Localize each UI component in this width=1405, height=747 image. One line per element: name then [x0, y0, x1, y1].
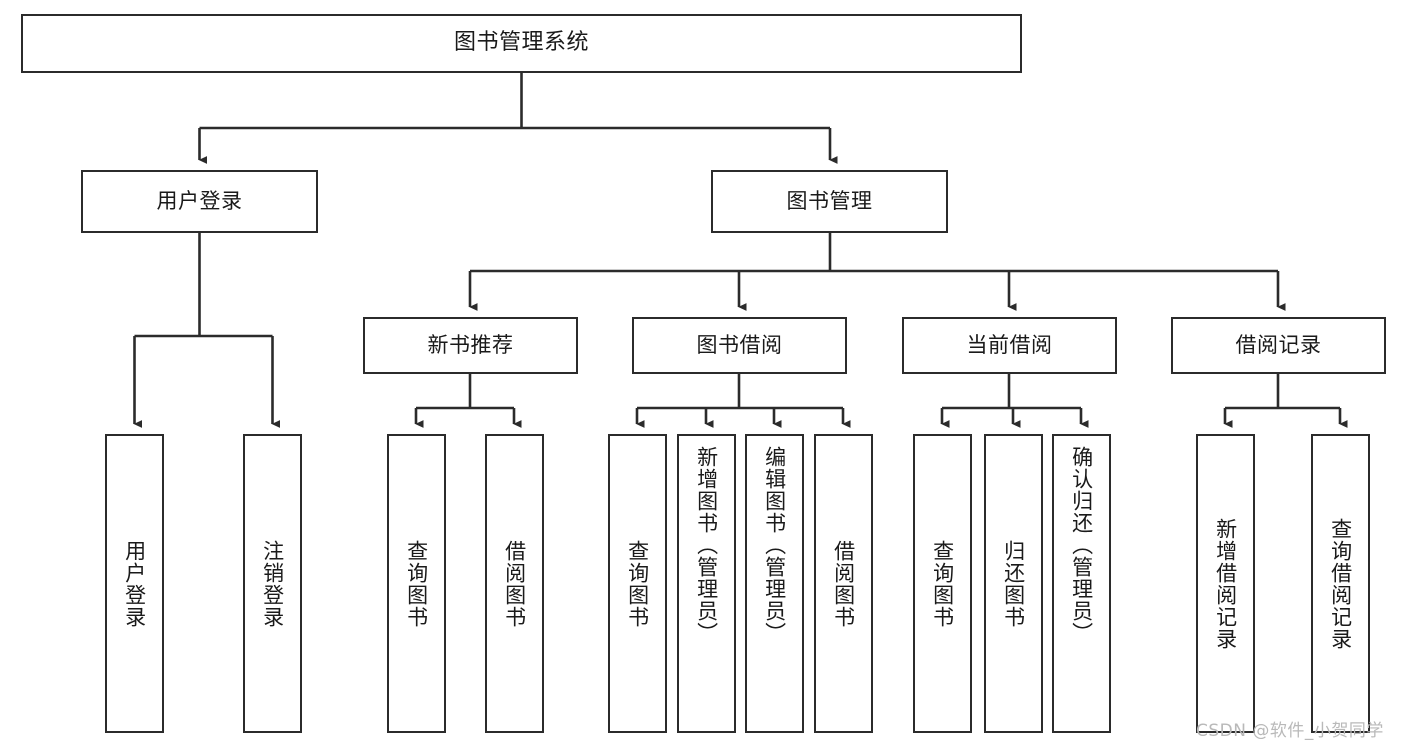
node-leaf-borrow-book-1-label: 借阅图书 — [502, 539, 527, 628]
node-leaf-edit-book[interactable]: 编辑图书（管理员） — [745, 434, 804, 733]
node-book-manage-label: 图书管理 — [786, 188, 873, 213]
node-borrow-record-label: 借阅记录 — [1235, 332, 1322, 357]
node-user-login[interactable]: 用户登录 — [81, 170, 318, 233]
csdn-watermark: CSDN @软件_小贺同学 — [1196, 721, 1384, 741]
node-leaf-add-record-label: 新增借阅记录 — [1213, 517, 1238, 650]
node-leaf-return-book-label: 归还图书 — [1001, 539, 1026, 628]
node-current-borrow[interactable]: 当前借阅 — [902, 317, 1117, 374]
node-leaf-logout[interactable]: 注销登录 — [243, 434, 302, 733]
node-leaf-add-book-label: 新增图书（管理员） — [694, 446, 719, 644]
node-leaf-query-record[interactable]: 查询借阅记录 — [1311, 434, 1370, 733]
node-leaf-return-book[interactable]: 归还图书 — [984, 434, 1043, 733]
node-book-manage[interactable]: 图书管理 — [711, 170, 948, 233]
node-root[interactable]: 图书管理系统 — [21, 14, 1022, 73]
node-leaf-query-book-1-label: 查询图书 — [404, 539, 429, 628]
node-borrow-record[interactable]: 借阅记录 — [1171, 317, 1386, 374]
node-leaf-add-book[interactable]: 新增图书（管理员） — [677, 434, 736, 733]
node-user-login-label: 用户登录 — [156, 188, 243, 213]
node-leaf-borrow-book-1[interactable]: 借阅图书 — [485, 434, 544, 733]
node-leaf-user-login[interactable]: 用户登录 — [105, 434, 164, 733]
node-current-borrow-label: 当前借阅 — [966, 332, 1053, 357]
node-leaf-logout-label: 注销登录 — [260, 539, 285, 628]
node-leaf-confirm-return-label: 确认归还（管理员） — [1069, 446, 1094, 644]
node-leaf-query-book-3-label: 查询图书 — [930, 539, 955, 628]
node-leaf-confirm-return[interactable]: 确认归还（管理员） — [1052, 434, 1111, 733]
node-leaf-query-book-3[interactable]: 查询图书 — [913, 434, 972, 733]
node-new-book-rec-label: 新书推荐 — [427, 332, 514, 357]
node-leaf-query-book-2[interactable]: 查询图书 — [608, 434, 667, 733]
node-leaf-query-book-2-label: 查询图书 — [625, 539, 650, 628]
node-book-borrow-label: 图书借阅 — [696, 332, 783, 357]
node-leaf-edit-book-label: 编辑图书（管理员） — [762, 446, 787, 644]
node-leaf-query-book-1[interactable]: 查询图书 — [387, 434, 446, 733]
node-book-borrow[interactable]: 图书借阅 — [632, 317, 847, 374]
node-new-book-rec[interactable]: 新书推荐 — [363, 317, 578, 374]
node-leaf-user-login-label: 用户登录 — [122, 539, 147, 628]
node-root-label: 图书管理系统 — [453, 30, 589, 56]
node-leaf-add-record[interactable]: 新增借阅记录 — [1196, 434, 1255, 733]
node-leaf-borrow-book-2-label: 借阅图书 — [831, 539, 856, 628]
node-leaf-borrow-book-2[interactable]: 借阅图书 — [814, 434, 873, 733]
node-leaf-query-record-label: 查询借阅记录 — [1328, 517, 1353, 650]
